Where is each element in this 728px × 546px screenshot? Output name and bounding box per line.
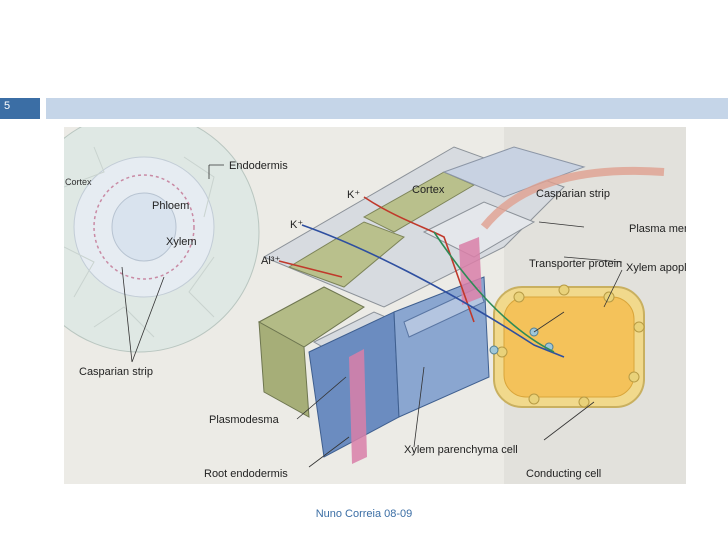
- root-cross-section: [64, 127, 260, 353]
- label-plasma-membrane: Plasma membrane: [629, 223, 686, 235]
- label-k-ion-1: K⁺: [347, 189, 360, 201]
- label-k-ion-2: K⁺: [290, 219, 303, 231]
- slide-number: 5: [4, 100, 11, 112]
- conducting-cell: [493, 284, 645, 408]
- aluminum-path: [278, 260, 343, 278]
- label-cortex-small: Cortex: [65, 177, 92, 187]
- label-al-ion: Al³⁺: [261, 255, 280, 267]
- leader-lines: [121, 164, 623, 468]
- title-bar: [46, 98, 728, 119]
- potassium-path-2: [301, 224, 565, 358]
- label-plasmodesma: Plasmodesma: [209, 414, 280, 426]
- label-endodermis: Endodermis: [229, 160, 288, 172]
- label-casparian-strip: Casparian strip: [536, 188, 610, 200]
- label-cortex: Cortex: [412, 184, 445, 196]
- footer-author: Nuno Correia 08-09: [315, 508, 413, 520]
- label-xylem-apoplast: Xylem apoplast: [626, 262, 686, 274]
- label-transporter-protein: Transporter protein: [529, 258, 622, 270]
- potassium-path-1: [363, 196, 475, 323]
- upward-flow-arrow: [480, 166, 665, 230]
- label-conducting-cell: Conducting cell: [526, 468, 601, 480]
- ion-pathways: [278, 166, 665, 358]
- root-ion-transport-figure: Endodermis Cortex Phloem Xylem Casparian…: [64, 127, 686, 484]
- label-xylem: Xylem: [166, 236, 197, 248]
- potassium-path-3: [433, 231, 555, 353]
- slide-number-bar: 5: [0, 98, 40, 119]
- label-xylem-parenchyma: Xylem parenchyma cell: [404, 444, 518, 456]
- label-root-endodermis: Root endodermis: [204, 468, 288, 480]
- label-casparian-strip-left: Casparian strip: [79, 366, 153, 378]
- label-phloem: Phloem: [152, 200, 189, 212]
